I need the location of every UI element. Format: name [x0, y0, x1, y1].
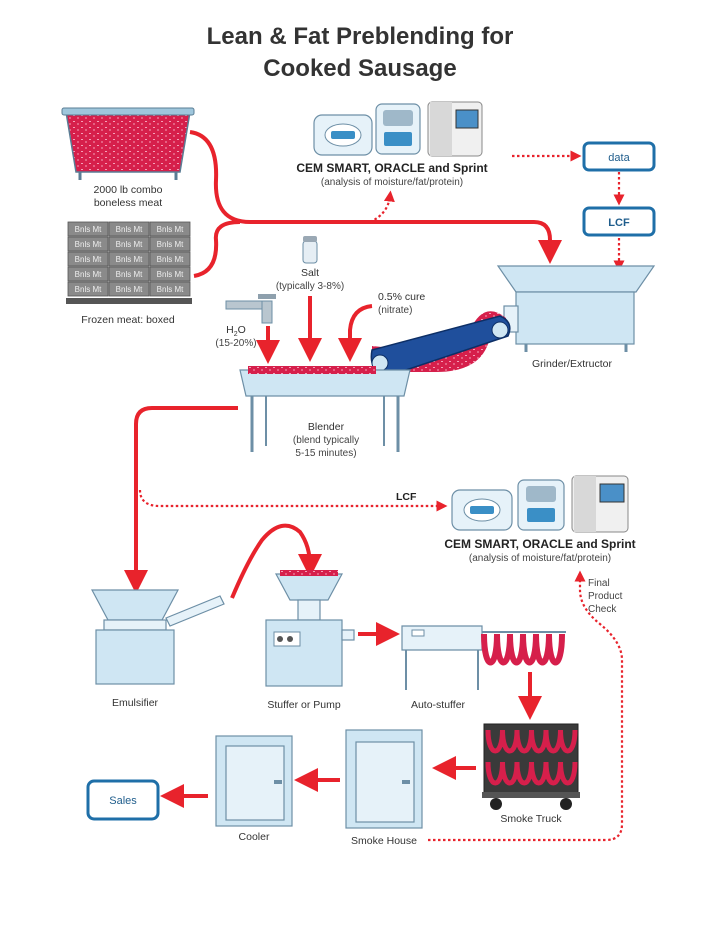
carton-box [67, 236, 109, 252]
carton-label: Bnls Mt [116, 255, 143, 264]
sales-box: Sales [86, 779, 160, 821]
blender [239, 366, 411, 452]
truck-sausage-row [485, 729, 578, 754]
carton-label: Bnls Mt [116, 285, 143, 294]
carton-box [108, 236, 150, 252]
carton-label: Bnls Mt [157, 255, 184, 264]
cooler-label: Cooler [239, 831, 270, 843]
carton-label: Bnls Mt [75, 240, 102, 249]
analyzer-bottom-lcf: LCF [396, 491, 417, 503]
dotted-smokehouse-to-analyzer [428, 570, 624, 842]
carton-box [108, 221, 150, 237]
carton-label: Bnls Mt [75, 285, 102, 294]
flow-emulsifier-to-stuffer [230, 523, 322, 599]
carton-box [149, 251, 191, 267]
frozen-cartons: Bnls Mt Bnls Mt Bnls Mt Bnls Mt Bnls Mt Bnls … [67, 221, 191, 297]
carton-label: Bnls Mt [157, 270, 184, 279]
dotted-blender-to-analyzer [138, 489, 448, 512]
combo-label-1: 2000 lb combo [94, 184, 163, 196]
blender-label-2: (blend typically [293, 435, 359, 446]
analyzer-top-instruments [313, 101, 483, 157]
smoke-truck-label: Smoke Truck [500, 813, 562, 825]
analyzer-bottom-name: CEM SMART, ORACLE and Sprint [444, 537, 635, 551]
smoke-truck [482, 723, 580, 810]
cure-label-1: 0.5% cure [378, 291, 425, 303]
analyzer-top-desc: (analysis of moisture/fat/protein) [321, 177, 463, 188]
water-label: H2O [226, 324, 246, 338]
combo-label-2: boneless meat [94, 197, 162, 209]
lcf-box: LCF [582, 206, 656, 237]
grinder-extructor [496, 265, 656, 352]
truck-sausage-row [485, 761, 578, 786]
carton-label: Bnls Mt [116, 225, 143, 234]
sales-label: Sales [109, 795, 137, 807]
analyzer-top-name: CEM SMART, ORACLE and Sprint [296, 161, 487, 175]
carton-box [108, 266, 150, 282]
final-check-1: Final [588, 578, 610, 589]
stuffer-pump [265, 570, 355, 687]
carton-box [149, 266, 191, 282]
salt-label-1: Salt [301, 267, 319, 279]
water-pct: (15-20%) [215, 338, 256, 349]
dotted-flow-to-analyzer [369, 190, 395, 224]
carton-label: Bnls Mt [75, 225, 102, 234]
cure-label-2: (nitrate) [378, 305, 412, 316]
emulsifier [91, 589, 225, 685]
carton-box [149, 221, 191, 237]
carton-box [108, 251, 150, 267]
smoke-house [345, 729, 423, 829]
analyzer-bottom-desc: (analysis of moisture/fat/protein) [469, 553, 611, 564]
smoke-house-label: Smoke House [351, 835, 417, 847]
carton-box [149, 281, 191, 297]
grinder-label: Grinder/Extructor [532, 358, 612, 370]
data-box: data [582, 141, 656, 172]
sausage-link-chain [481, 633, 565, 666]
salt-label-2: (typically 3-8%) [276, 281, 344, 292]
flow-cure [338, 304, 373, 362]
cooler [215, 735, 293, 827]
carton-box [67, 281, 109, 297]
carton-label: Bnls Mt [157, 225, 184, 234]
analyzer-bottom-instruments [451, 475, 629, 533]
conveyor-belt [370, 315, 511, 377]
carton-box [67, 266, 109, 282]
carton-box [67, 251, 109, 267]
emulsifier-label: Emulsifier [112, 697, 159, 709]
combo-bin [61, 107, 195, 180]
lcf-box-label: LCF [608, 217, 630, 229]
final-check-2: Product [588, 591, 623, 602]
auto-stuffer-label: Auto-stuffer [411, 699, 466, 711]
water-faucet-icon [225, 294, 276, 324]
blender-label-1: Blender [308, 421, 345, 433]
frozen-label: Frozen meat: boxed [81, 314, 175, 326]
pallet [66, 298, 192, 304]
flow-combo-to-grinder [189, 130, 562, 264]
flow-blender-to-emulsifier [124, 406, 238, 594]
carton-box [67, 221, 109, 237]
carton-label: Bnls Mt [116, 270, 143, 279]
blender-label-3: 5-15 minutes) [295, 448, 356, 459]
final-check-3: Check [588, 604, 617, 615]
salt-shaker [302, 236, 318, 264]
carton-label: Bnls Mt [157, 240, 184, 249]
flow-boxed-to-main [193, 220, 241, 278]
carton-label: Bnls Mt [116, 240, 143, 249]
stuffer-label: Stuffer or Pump [267, 699, 341, 711]
auto-stuffer [401, 625, 483, 690]
carton-box [108, 281, 150, 297]
title-line-1: Lean & Fat Preblending for [207, 23, 514, 50]
carton-label: Bnls Mt [75, 255, 102, 264]
carton-box [149, 236, 191, 252]
carton-label: Bnls Mt [157, 285, 184, 294]
data-box-label: data [608, 152, 630, 164]
sausage-links [481, 631, 566, 666]
title-line-2: Cooked Sausage [263, 55, 456, 82]
carton-label: Bnls Mt [75, 270, 102, 279]
